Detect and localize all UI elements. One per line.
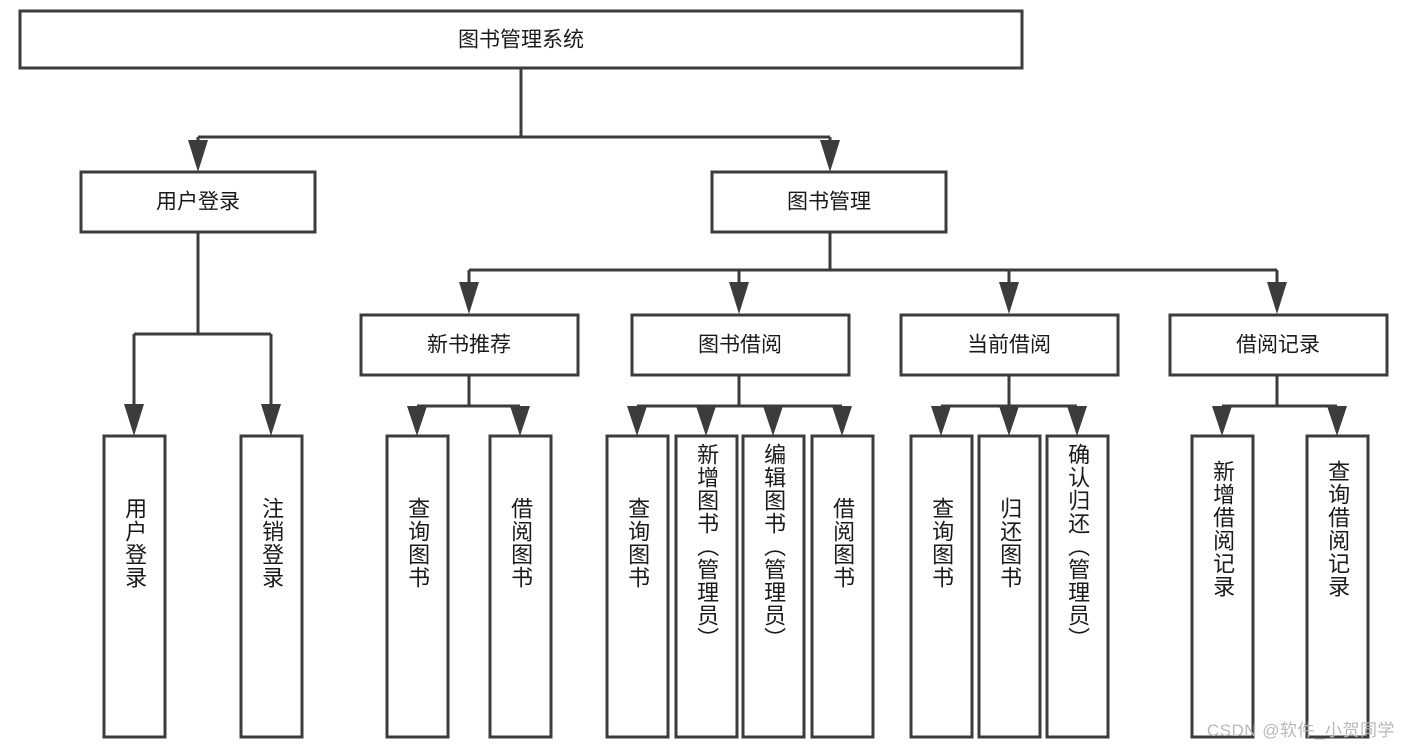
leaf-box-current-borrow-0[interactable] xyxy=(909,434,974,739)
arrow-currentborrow-leaf-1 xyxy=(931,406,951,436)
leaf-box-book-borrow-0[interactable] xyxy=(605,434,670,739)
arrow-newbook-leaf-2 xyxy=(510,406,530,436)
arrow-borrowrecord-leaf-2 xyxy=(1327,406,1347,436)
leaf-box-borrow-record-1[interactable] xyxy=(1305,434,1370,739)
node-current-borrow-box[interactable] xyxy=(899,313,1120,377)
node-current-borrow[interactable]: 当前借阅 xyxy=(899,313,1120,377)
node-borrow-record-label: 借阅记录 xyxy=(1236,334,1320,357)
node-new-book-recommend-box[interactable] xyxy=(359,313,580,377)
node-borrow-record[interactable]: 借阅记录 xyxy=(1168,313,1389,377)
leaf-box-new-book-1[interactable] xyxy=(488,434,553,739)
arrow-borrowrecord-leaf-1 xyxy=(1212,406,1232,436)
connector-layer xyxy=(124,68,1347,436)
node-user-login-label: 用户登录 xyxy=(156,191,240,214)
node-new-book-recommend-label: 新书推荐 xyxy=(427,334,511,357)
leaf-box-book-borrow-3[interactable] xyxy=(810,434,875,739)
node-root-box[interactable] xyxy=(18,9,1024,70)
node-user-login-box[interactable] xyxy=(79,170,317,234)
arrow-userlogin-leaf-2 xyxy=(261,404,281,436)
node-book-borrow-label: 图书借阅 xyxy=(698,334,782,357)
arrow-bookborrow-leaf-1 xyxy=(627,406,647,436)
leaf-box-user-login-1[interactable] xyxy=(239,434,304,739)
node-root-label: 图书管理系统 xyxy=(458,29,584,52)
arrow-currentborrow-leaf-2 xyxy=(999,406,1019,436)
arrow-to-current-borrow xyxy=(999,282,1019,314)
leaf-box-current-borrow-2[interactable] xyxy=(1045,434,1110,739)
arrow-userlogin-leaf-1 xyxy=(124,404,144,436)
arrow-bookborrow-leaf-2 xyxy=(696,406,716,436)
node-root[interactable]: 图书管理系统 xyxy=(18,9,1024,70)
leaf-box-book-borrow-1[interactable] xyxy=(674,434,739,739)
leaf-box-current-borrow-1[interactable] xyxy=(977,434,1042,739)
node-user-login[interactable]: 用户登录 xyxy=(79,170,317,234)
arrow-currentborrow-leaf-3 xyxy=(1067,406,1087,436)
node-new-book-recommend[interactable]: 新书推荐 xyxy=(359,313,580,377)
arrow-bookborrow-leaf-4 xyxy=(832,406,852,436)
node-book-borrow[interactable]: 图书借阅 xyxy=(630,313,851,377)
arrow-to-borrow-record xyxy=(1267,282,1287,314)
leaf-box-borrow-record-0[interactable] xyxy=(1190,434,1255,739)
arrow-to-user-login xyxy=(188,140,208,172)
node-book-manage[interactable]: 图书管理 xyxy=(710,170,948,234)
arrow-to-book-manage xyxy=(820,140,840,172)
arrow-bookborrow-leaf-3 xyxy=(763,406,783,436)
leaf-box-new-book-0[interactable] xyxy=(385,434,450,739)
node-book-manage-label: 图书管理 xyxy=(787,191,871,214)
arrow-to-book-borrow xyxy=(729,282,749,314)
leaf-box-user-login-0[interactable] xyxy=(102,434,167,739)
node-book-manage-box[interactable] xyxy=(710,170,948,234)
node-borrow-record-box[interactable] xyxy=(1168,313,1389,377)
arrow-to-new-book xyxy=(459,282,479,314)
node-book-borrow-box[interactable] xyxy=(630,313,851,377)
leaf-box-book-borrow-2[interactable] xyxy=(741,434,806,739)
watermark-text: CSDN @软件_小贺同学 xyxy=(1206,721,1395,740)
node-current-borrow-label: 当前借阅 xyxy=(967,334,1051,357)
arrow-newbook-leaf-1 xyxy=(407,406,427,436)
